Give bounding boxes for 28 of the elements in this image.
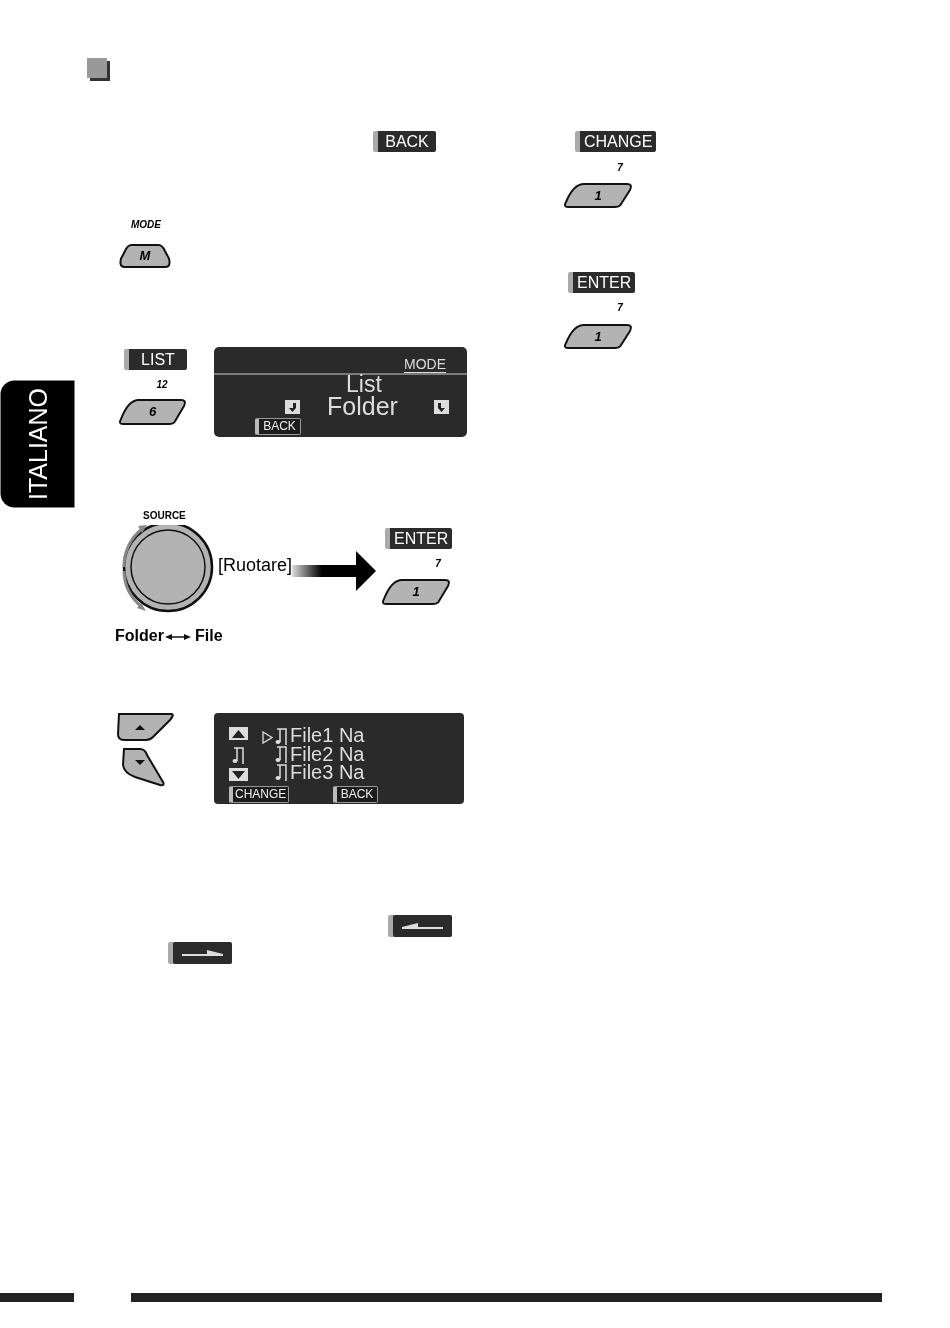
rotate-hint: [Ruotare] xyxy=(218,555,293,576)
flow-arrow xyxy=(292,551,376,591)
preset-button: 6 xyxy=(118,398,187,426)
mode-caption: File xyxy=(195,626,223,646)
language-tab: ITALIANO xyxy=(0,380,75,508)
preset-button: 1 xyxy=(563,182,633,209)
display-key-tag: ENTER xyxy=(385,528,453,549)
display-key-tag: LIST xyxy=(124,349,187,370)
display-key-tag: CHANGE xyxy=(575,131,657,152)
display-key-tag: ENTER xyxy=(568,272,636,293)
file-name-text: File3 Na xyxy=(290,762,365,782)
display-key-tag: BACK xyxy=(373,131,436,152)
key-number: 7 xyxy=(434,558,442,570)
key-caption: MODE xyxy=(130,219,162,231)
mode-caption: Folder xyxy=(115,626,164,646)
file-name-text: File2 Na xyxy=(290,744,365,764)
key-number: 7 xyxy=(616,302,624,314)
mode-button: M xyxy=(118,243,172,269)
display-key-tag: BACK xyxy=(333,786,378,803)
preset-button: 1 xyxy=(381,578,451,606)
key-caption: SOURCE xyxy=(143,509,186,522)
display-text: MODE xyxy=(404,357,446,373)
display-key-tag: BACK xyxy=(255,418,301,435)
key-number: 7 xyxy=(616,162,624,174)
key-number: 12 xyxy=(155,379,169,391)
preset-button: 1 xyxy=(563,323,633,350)
file-name-text: File1 Na xyxy=(290,725,365,745)
display-key-tag: CHANGE xyxy=(229,786,290,803)
